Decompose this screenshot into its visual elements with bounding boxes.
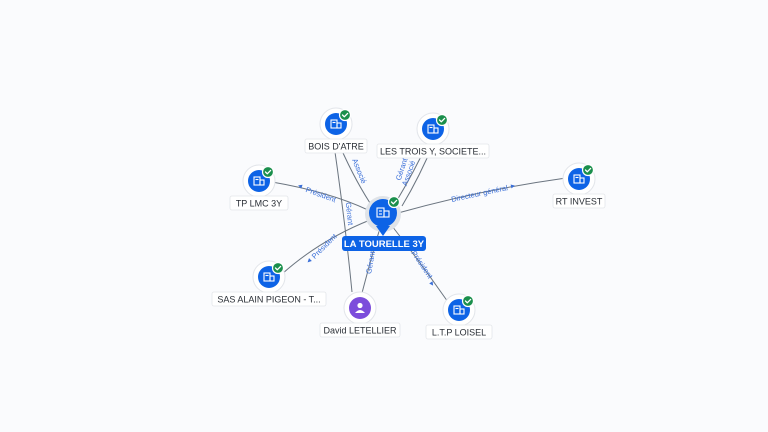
center-node-pin bbox=[376, 226, 390, 236]
center-node-label: LA TOURELLE 3Y bbox=[344, 239, 425, 250]
edge-label: Gérant bbox=[364, 250, 377, 275]
edge-label: Associé bbox=[350, 157, 368, 185]
edge-line bbox=[271, 181, 369, 211]
node-label: LES TROIS Y, SOCIETE... bbox=[380, 147, 486, 157]
node-label: RT INVEST bbox=[556, 197, 603, 207]
verified-check-icon bbox=[461, 294, 475, 308]
verified-check-icon bbox=[261, 165, 275, 179]
company-icon bbox=[573, 174, 585, 184]
node-ltp[interactable]: L.T.P LOISEL bbox=[425, 293, 493, 340]
edge-arrow-icon bbox=[298, 184, 303, 189]
node-label-box bbox=[425, 324, 493, 340]
edge-label: Président bbox=[310, 231, 339, 260]
node-label: David LETELLIER bbox=[323, 326, 397, 336]
company-icon bbox=[453, 305, 465, 315]
node-label: BOIS D'ATRE bbox=[308, 142, 364, 152]
node-label: L.T.P LOISEL bbox=[432, 328, 486, 338]
company-icon bbox=[376, 207, 390, 218]
person-icon bbox=[355, 302, 365, 313]
edge-line bbox=[397, 177, 567, 214]
edge-arrow-icon bbox=[429, 281, 434, 286]
nodes-layer: BOIS D'ATRE LES TROIS Y, SOCIETE... TP LMC… bbox=[211, 107, 606, 340]
edge-label: Président bbox=[409, 249, 435, 281]
verified-check-icon bbox=[435, 113, 449, 127]
company-icon bbox=[427, 124, 439, 134]
center-node-label-box bbox=[342, 236, 426, 251]
node-label-box bbox=[319, 322, 401, 338]
edge-label: Président bbox=[304, 185, 338, 205]
node-label-box bbox=[376, 143, 490, 159]
node-label-box bbox=[211, 291, 327, 307]
edge-arrow-icon bbox=[307, 258, 312, 263]
edge-david-6: Gérant bbox=[361, 227, 381, 294]
verified-check-icon bbox=[271, 261, 285, 275]
edge-label: Directeur général bbox=[450, 183, 508, 204]
verified-check-icon bbox=[338, 108, 352, 122]
edge-label: Gérant bbox=[344, 202, 355, 227]
verified-check-icon bbox=[581, 163, 595, 177]
edge-line bbox=[391, 225, 449, 303]
node-label: TP LMC 3Y bbox=[236, 199, 282, 209]
edge-arrow-icon bbox=[510, 184, 515, 189]
edge-line bbox=[332, 137, 353, 293]
node-rt[interactable]: RT INVEST bbox=[552, 162, 606, 209]
edge-line bbox=[281, 219, 371, 275]
edge-bois-8: Gérant bbox=[332, 137, 355, 293]
company-icon bbox=[253, 176, 265, 186]
verified-check-icon bbox=[387, 195, 401, 209]
node-label-box bbox=[229, 195, 289, 211]
company-icon bbox=[330, 119, 342, 129]
node-david[interactable]: David LETELLIER bbox=[319, 291, 401, 338]
node-tplmc[interactable]: TP LMC 3Y bbox=[229, 164, 289, 211]
node-trois[interactable]: LES TROIS Y, SOCIETE... bbox=[376, 112, 490, 159]
edge-rt-4: Directeur général bbox=[397, 177, 567, 214]
company-icon bbox=[263, 272, 275, 282]
node-label-box bbox=[552, 193, 606, 209]
edge-line bbox=[361, 227, 381, 294]
center-node[interactable]: LA TOURELLE 3Y bbox=[342, 195, 426, 251]
node-bois[interactable]: BOIS D'ATRE bbox=[304, 107, 368, 154]
node-label: SAS ALAIN PIGEON - T... bbox=[217, 295, 320, 305]
node-label-box bbox=[304, 138, 368, 154]
node-sas[interactable]: SAS ALAIN PIGEON - T... bbox=[211, 260, 327, 307]
